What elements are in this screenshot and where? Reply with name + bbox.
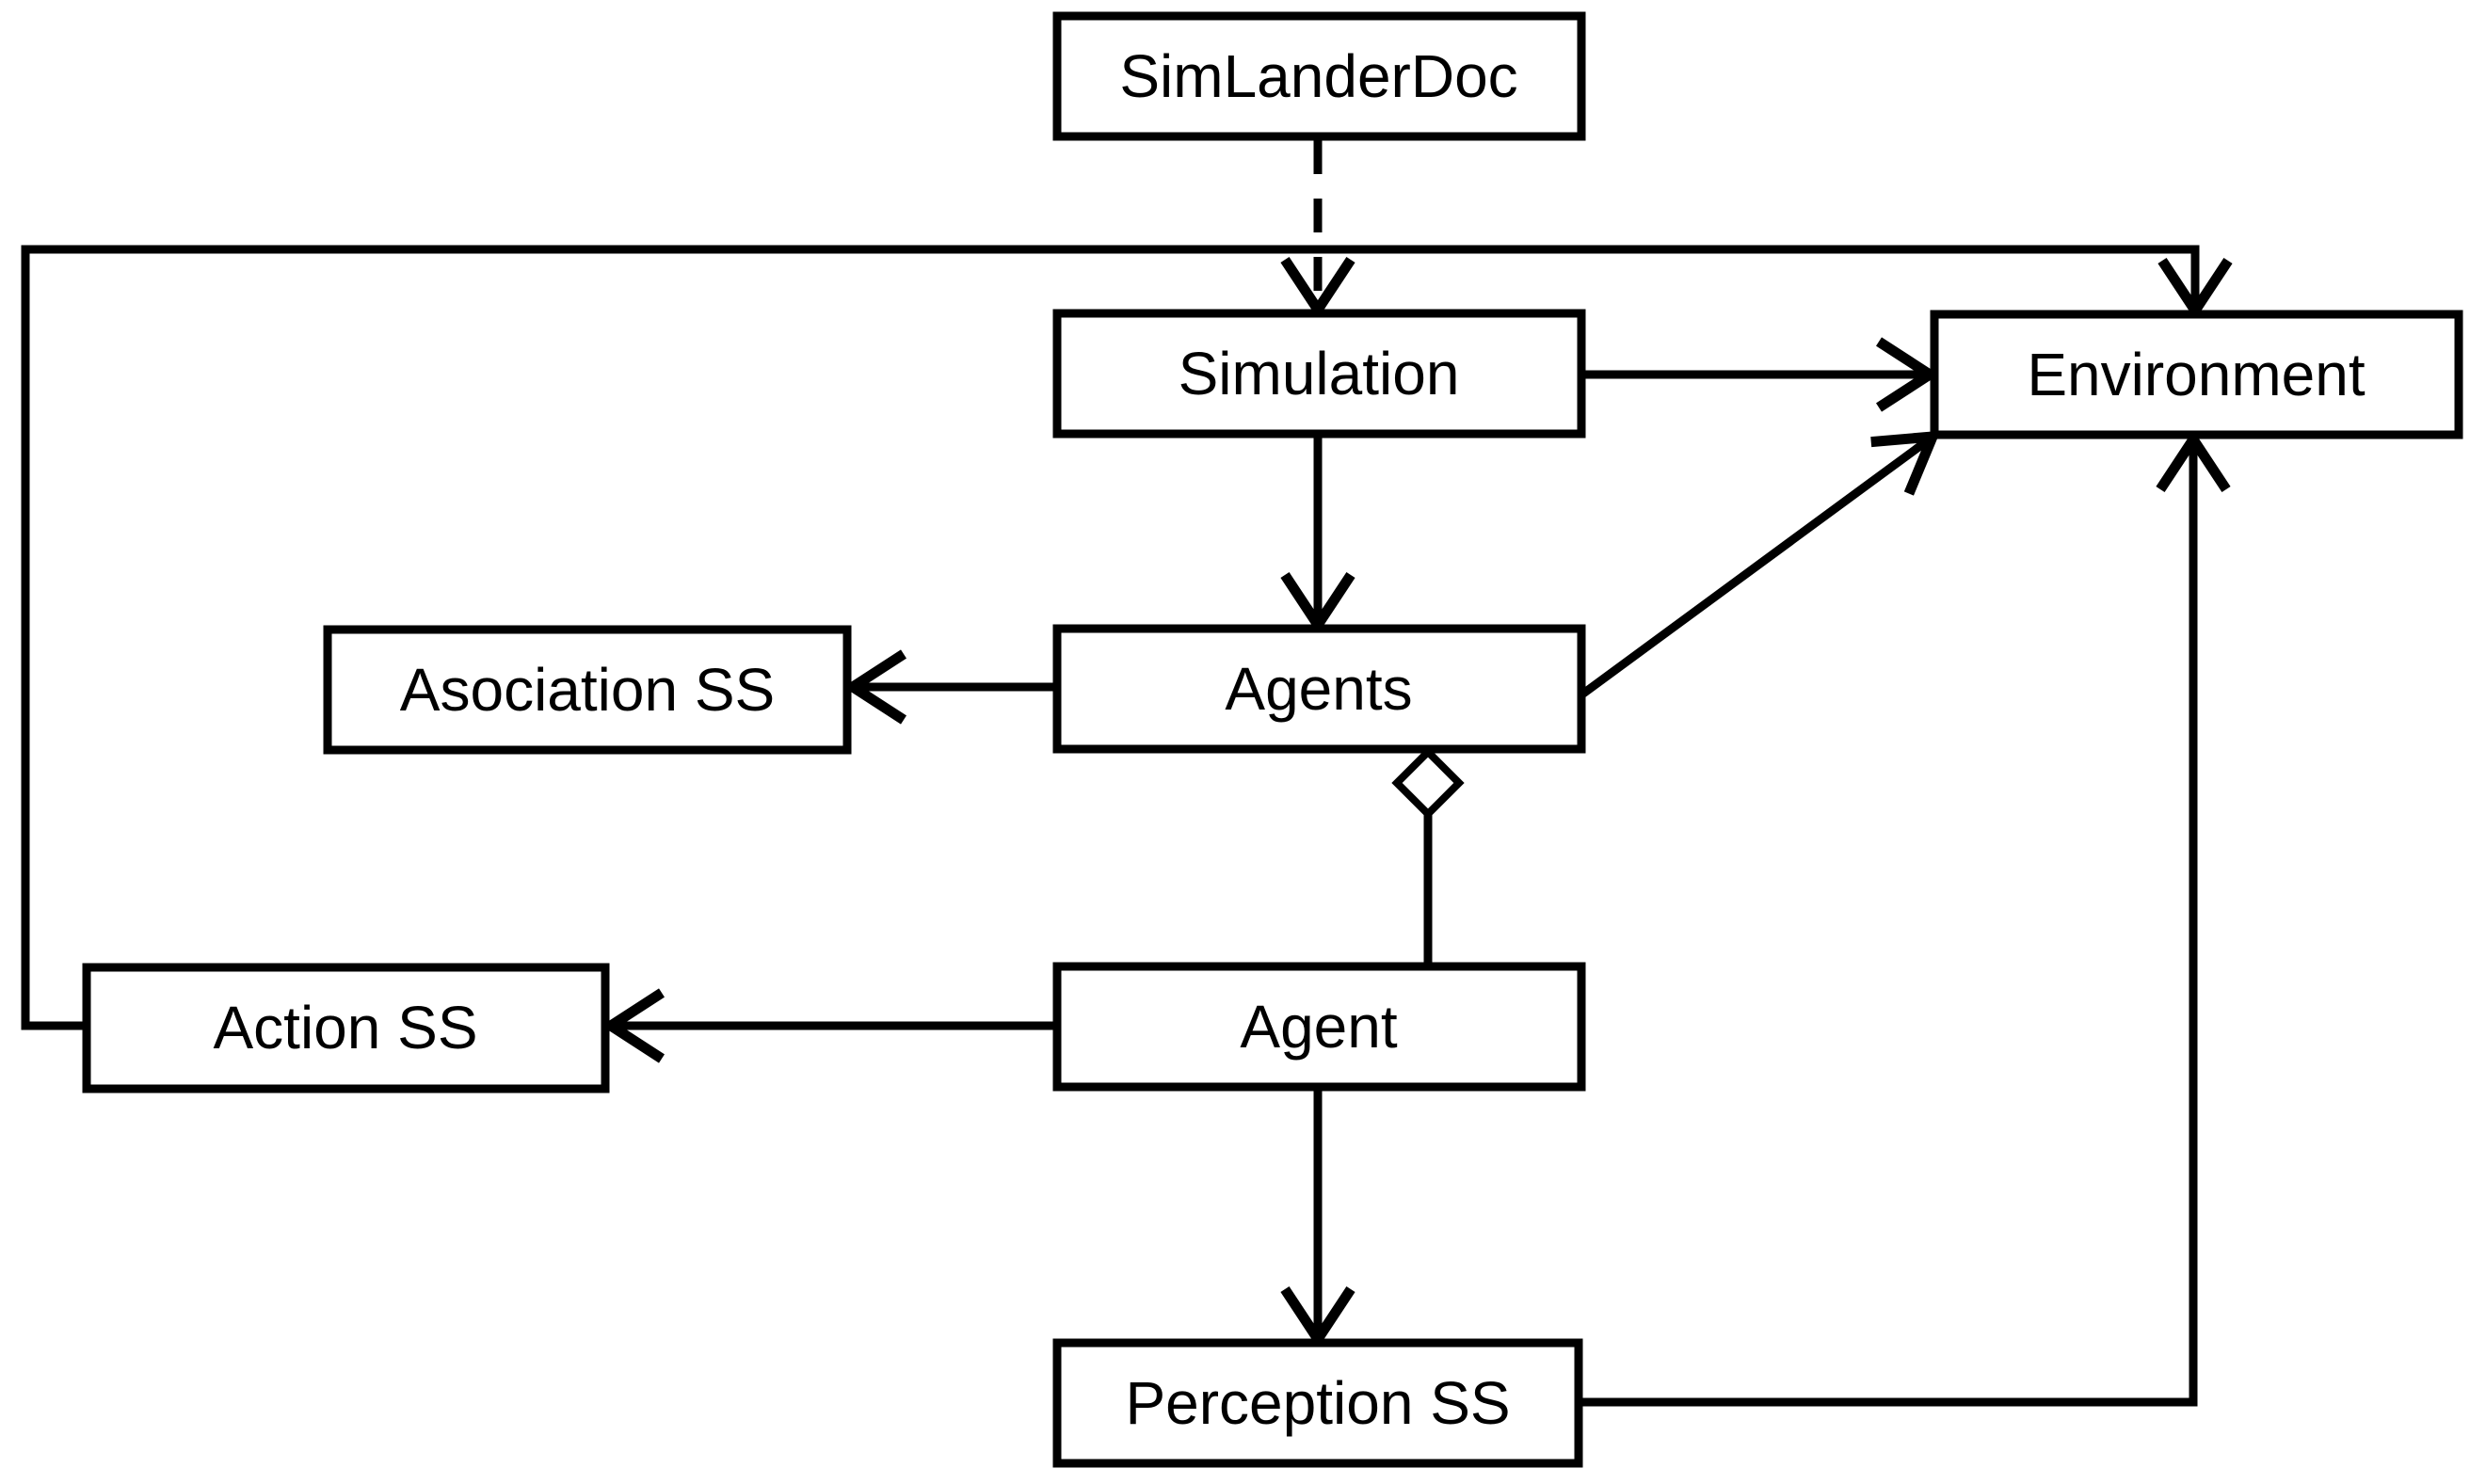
edge-line	[1579, 444, 2198, 1407]
edge-agent-perceptionss	[1280, 1087, 1355, 1348]
edge-simulation-environment	[1581, 337, 1940, 412]
node-label: Agent	[1240, 993, 1397, 1061]
node-agent: Agent	[1052, 962, 1586, 1092]
node-layer: SimLanderDoc Simulation Environment Asoc…	[82, 11, 2463, 1468]
node-box	[1052, 962, 1586, 1092]
node-label: Environment	[2027, 341, 2366, 408]
edge-agents-asociationss	[842, 649, 1057, 725]
node-action-ss: Action SS	[82, 963, 610, 1093]
node-agents: Agents	[1052, 624, 1586, 754]
node-box	[1930, 310, 2463, 439]
node-label: Asociation SS	[400, 656, 775, 724]
node-label: Simulation	[1179, 340, 1460, 407]
node-label: Perception SS	[1125, 1369, 1510, 1437]
node-box	[82, 963, 610, 1093]
node-box	[1052, 624, 1586, 754]
edge-agent-actionss	[601, 988, 1057, 1063]
node-simulation: Simulation	[1052, 309, 1586, 439]
arrowhead-left-icon	[601, 988, 665, 1063]
edge-layer	[21, 140, 2233, 1407]
node-box	[1052, 1338, 1583, 1468]
node-label: Action SS	[213, 994, 477, 1061]
node-label: Agents	[1225, 655, 1412, 723]
edge-simlanderdoc-simulation	[1280, 140, 1355, 319]
node-asociation-ss: Asociation SS	[323, 625, 852, 755]
edge-agents-environment	[1580, 430, 1941, 697]
arrowhead-left-icon	[842, 649, 906, 725]
edge-line	[21, 245, 2200, 1030]
node-perception-ss: Perception SS	[1052, 1338, 1583, 1468]
node-environment: Environment	[1930, 310, 2463, 439]
aggregation-diamond-icon	[1391, 746, 1465, 820]
node-simlanderdoc: SimLanderDoc	[1052, 11, 1586, 141]
arrowhead-right-icon	[1876, 337, 1940, 412]
edge-line	[1580, 437, 1931, 697]
node-box	[1052, 309, 1586, 439]
edge-agents-agent	[1391, 746, 1465, 966]
edge-perceptionss-environment	[1579, 430, 2231, 1407]
node-box	[1052, 11, 1586, 141]
arrowhead-up-icon	[2156, 430, 2231, 493]
node-box	[323, 625, 852, 755]
edge-simulation-agents	[1280, 434, 1355, 634]
node-label: SimLanderDoc	[1119, 42, 1517, 110]
